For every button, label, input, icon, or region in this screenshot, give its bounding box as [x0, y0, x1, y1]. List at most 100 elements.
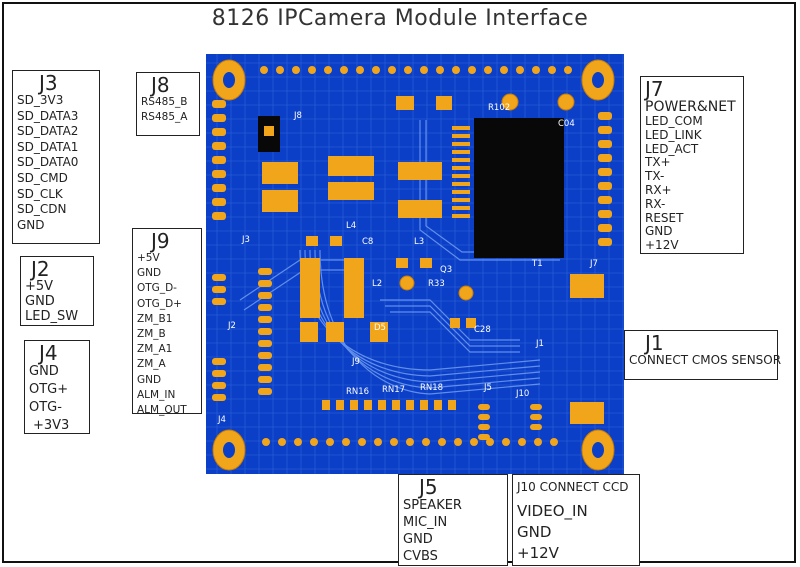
silk-label: J2: [227, 321, 236, 331]
main-chip: [474, 118, 564, 258]
connector-j8-name: J8: [151, 73, 170, 97]
pin-label: VIDEO_IN: [517, 502, 588, 520]
j9-pin-column: [258, 268, 272, 395]
silk-label: J9: [351, 357, 360, 367]
j3-pin-column: [212, 100, 226, 220]
silk-label: L3: [414, 237, 424, 247]
pin-label: ZM_B: [137, 328, 166, 341]
silk-label: RN18: [420, 383, 443, 393]
connector-j4-name: J4: [39, 341, 58, 365]
j5-j10-pins: [478, 404, 542, 440]
silk-label: J10: [515, 389, 529, 399]
pin-label: OTG+: [29, 382, 69, 397]
silk-label: J5: [483, 383, 492, 393]
page-title: 8126 IPCamera Module Interface: [211, 6, 589, 31]
silk-label: L4: [346, 221, 356, 231]
mounting-holes: [212, 59, 615, 471]
components: [262, 96, 604, 424]
silk-label: D5: [374, 323, 386, 333]
bottom-pin-header: [262, 438, 558, 446]
connector-j4-box: J4 GND OTG+ OTG- +3V3: [24, 340, 90, 434]
connector-j2-name: J2: [31, 257, 50, 281]
pin-label: GND: [517, 523, 552, 541]
pin-label: RX-: [645, 196, 666, 211]
round-components: [399, 93, 575, 301]
connector-j10-name: J10 CONNECT CCD: [517, 480, 629, 494]
silk-label: J8: [293, 111, 302, 121]
pin-label: OTG-: [29, 400, 62, 415]
pin-label: LED_LINK: [645, 127, 702, 142]
pin-label: GND: [403, 532, 433, 547]
silk-label: R33: [428, 279, 445, 289]
silk-label: J3: [241, 235, 250, 245]
j2-j4-pins: [212, 274, 226, 401]
connector-j3-name: J3: [39, 71, 58, 95]
silk-label: J1: [535, 339, 544, 349]
silk-label: RN16: [346, 387, 369, 397]
pin-label: ALM_IN: [137, 388, 176, 401]
connector-j1-box: J1 CONNECT CMOS SENSOR: [624, 330, 782, 380]
pin-label: +12V: [517, 544, 559, 562]
pin-label: LED_SW: [25, 309, 79, 324]
pin-label: SD_DATA0: [17, 155, 79, 170]
pin-label: OTG_D-: [137, 282, 177, 295]
pin-label: CVBS: [403, 549, 438, 564]
pin-label: MIC_IN: [403, 515, 448, 530]
pin-label: TX-: [645, 169, 665, 184]
connector-j8-box: J8 RS485_B RS485_A: [136, 72, 200, 136]
connector-j7-box: J7 POWER&NET LED_COM LED_LINK LED_ACT TX…: [640, 76, 744, 254]
pin-label: RX+: [645, 182, 672, 197]
connector-j1-name: J1: [645, 331, 664, 355]
pin-label: SD_DATA2: [17, 124, 79, 139]
pin-label: POWER&NET: [645, 99, 736, 115]
pin-label: TX+: [645, 155, 671, 170]
pin-label: RS485_B: [141, 96, 188, 108]
silk-label: J7: [589, 259, 598, 269]
pin-label: SPEAKER: [403, 498, 462, 513]
connector-j2-box: J2 +5V GND LED_SW: [20, 256, 94, 326]
pin-label: SD_DATA1: [17, 139, 79, 154]
connector-j5-name: J5: [419, 475, 438, 499]
j7-pin-column: [598, 112, 612, 246]
pin-label: GND: [645, 224, 673, 239]
silk-label: T1: [531, 259, 543, 269]
top-pin-header: [260, 66, 572, 74]
pin-label: GND: [25, 294, 55, 309]
silk-label: R102: [488, 103, 510, 113]
pin-label: +5V: [137, 252, 160, 264]
pin-label: CONNECT CMOS SENSOR: [629, 353, 782, 367]
silk-label: C8: [362, 237, 373, 247]
pin-label: SD_CLK: [17, 186, 63, 201]
pin-label: GND: [17, 217, 45, 232]
pin-label: ZM_A: [137, 358, 166, 371]
pin-label: SD_CMD: [17, 170, 68, 185]
pin-label: SD_3V3: [17, 93, 64, 107]
chip-pads: [452, 126, 470, 218]
pin-label: GND: [137, 373, 162, 386]
pin-label: RS485_A: [141, 111, 188, 124]
pin-label: SD_CDN: [17, 202, 67, 217]
pin-label: ALM_OUT: [137, 404, 187, 417]
connector-j10-box: J10 CONNECT CCD VIDEO_IN GND +12V: [512, 474, 640, 566]
connector-j5-box: J5 SPEAKER MIC_IN GND CVBS: [398, 474, 508, 566]
pin-label: +5V: [25, 279, 54, 294]
silk-label: Q3: [440, 265, 452, 275]
pin-label: +12V: [645, 238, 679, 253]
pin-label: GND: [137, 267, 162, 280]
pin-label: SD_DATA3: [17, 108, 79, 123]
silk-label: RN17: [382, 385, 405, 395]
connector-j7-name: J7: [645, 77, 664, 101]
connector-j9-name: J9: [151, 229, 170, 253]
pin-label: RESET: [645, 210, 684, 225]
pin-label: GND: [29, 364, 59, 379]
connector-j3-box: J3 SD_3V3 SD_DATA3 SD_DATA2 SD_DATA1 SD_…: [12, 70, 100, 244]
connector-j9-box: J9 +5V GND OTG_D- OTG_D+ ZM_B1 ZM_B ZM_A…: [132, 228, 202, 416]
pin-label: ZM_B1: [137, 312, 173, 325]
pin-label: +3V3: [33, 418, 70, 433]
pin-label: ZM_A1: [137, 343, 173, 356]
silk-label: C04: [558, 119, 575, 129]
silk-label: J4: [217, 415, 226, 425]
silk-label: C28: [474, 325, 491, 335]
pin-label: LED_ACT: [645, 141, 699, 156]
